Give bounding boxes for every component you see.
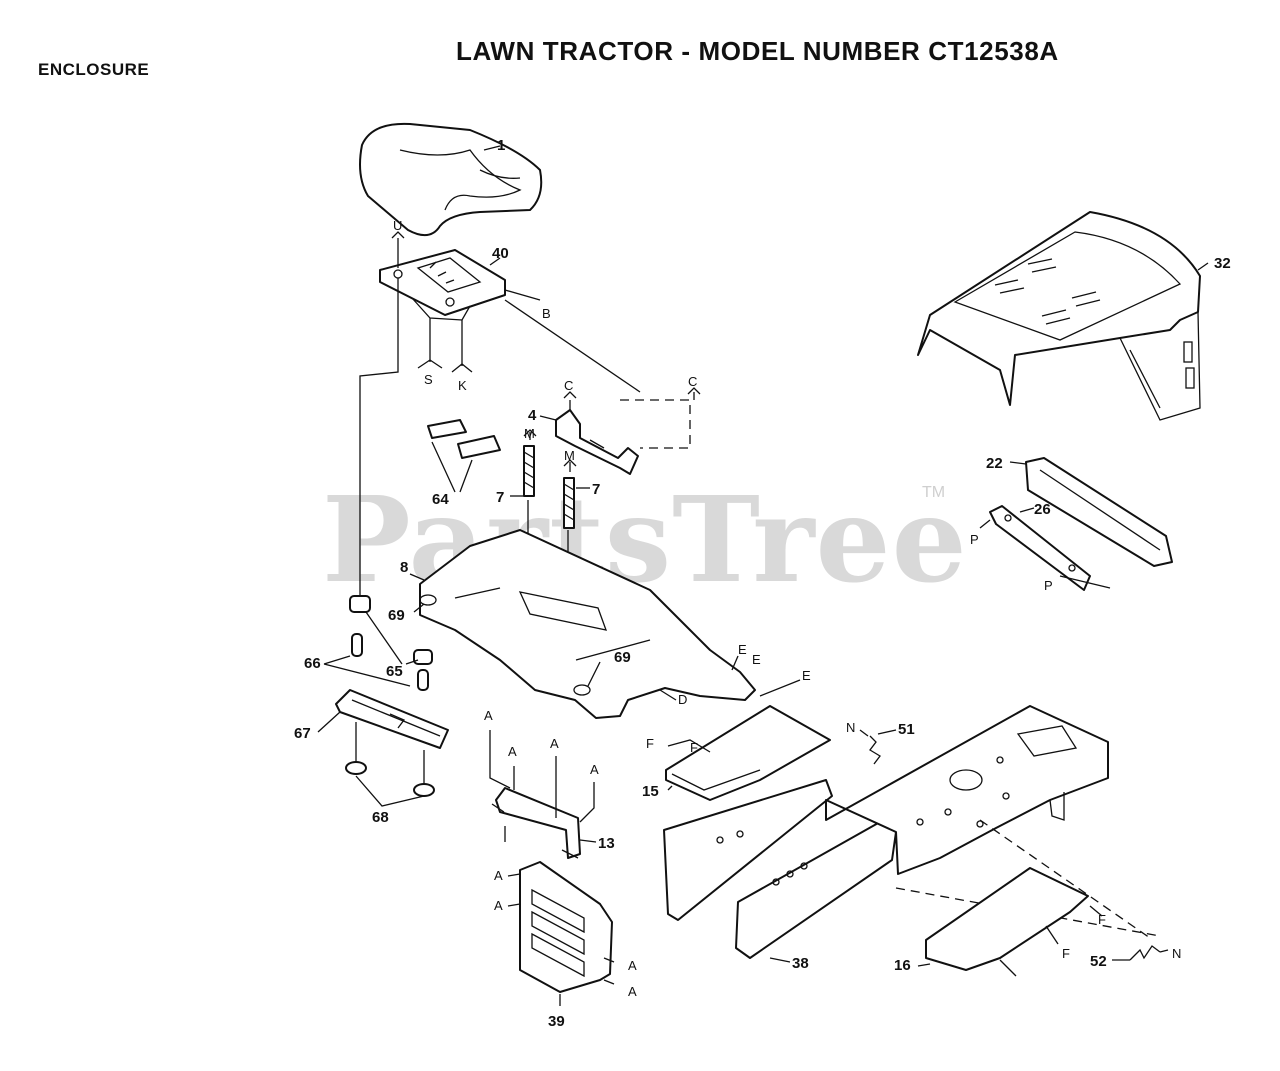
footrest-16[interactable] [925, 867, 1089, 971]
ref-A2: A [508, 744, 517, 759]
spring-7a[interactable] [523, 445, 535, 497]
ref-E3: E [802, 668, 811, 683]
ref-U: U [393, 218, 402, 233]
bracket-13[interactable] [491, 787, 581, 859]
grille-39[interactable] [519, 861, 613, 993]
ref-K: K [458, 378, 467, 393]
foot-68b[interactable] [413, 783, 435, 797]
callout-68: 68 [372, 809, 389, 826]
callout-38: 38 [792, 955, 809, 972]
ref-P2: P [1044, 578, 1053, 593]
page-title: LAWN TRACTOR - MODEL NUMBER CT12538A [456, 36, 1059, 66]
ref-F2: F [646, 736, 654, 751]
clip-52[interactable] [1129, 945, 1161, 961]
callout-8: 8 [400, 559, 408, 576]
pads-64[interactable] [427, 419, 501, 459]
ref-A1: A [484, 708, 493, 723]
callout-13: 13 [598, 835, 615, 852]
bushing-65[interactable] [413, 649, 433, 691]
clip-51[interactable] [869, 735, 881, 765]
frame-rail-left[interactable] [663, 779, 833, 921]
bracket-4[interactable] [555, 409, 639, 475]
callout-1: 1 [497, 137, 505, 154]
ref-C1: C [564, 378, 573, 393]
section-label: ENCLOSURE [38, 60, 150, 79]
callout-16: 16 [894, 957, 911, 974]
callout-39: 39 [548, 1013, 565, 1030]
callout-26: 26 [1034, 501, 1051, 518]
ref-N1: N [846, 720, 855, 735]
callout-69a: 69 [388, 607, 405, 624]
callout-67: 67 [294, 725, 311, 742]
ref-A3: A [550, 736, 559, 751]
callout-69b: 69 [614, 649, 631, 666]
ref-B: B [542, 306, 551, 321]
callout-65: 65 [386, 663, 403, 680]
callout-4: 4 [528, 407, 537, 424]
dash-panel[interactable] [419, 529, 756, 719]
ref-D: D [678, 692, 687, 707]
ref-A6: A [494, 898, 503, 913]
callout-52: 52 [1090, 953, 1107, 970]
rail-22[interactable] [1025, 457, 1173, 567]
hood[interactable] [917, 211, 1201, 421]
callout-7b: 7 [592, 481, 600, 498]
ref-S: S [424, 372, 433, 387]
callout-66: 66 [304, 655, 321, 672]
seat[interactable] [359, 122, 543, 237]
footrest-15[interactable] [665, 705, 831, 801]
ref-N2: N [1172, 946, 1181, 961]
foot-68a[interactable] [345, 761, 367, 775]
callout-64: 64 [432, 491, 449, 508]
bushing-69[interactable] [349, 595, 371, 613]
ref-M2: M [564, 448, 575, 463]
callout-32: 32 [1214, 255, 1231, 272]
ref-F3: F [1098, 912, 1106, 927]
ref-C2: C [688, 374, 697, 389]
ref-A7: A [628, 958, 637, 973]
ref-A4: A [590, 762, 599, 777]
ref-F4: F [1062, 946, 1070, 961]
seat-pan[interactable] [379, 249, 506, 321]
ref-E1: E [738, 642, 747, 657]
ref-M1: M [524, 426, 535, 441]
callout-15: 15 [642, 783, 659, 800]
callout-22: 22 [986, 455, 1003, 472]
spring-7b[interactable] [563, 477, 575, 529]
ref-A8: A [628, 984, 637, 999]
watermark-tm: TM [922, 484, 946, 501]
ref-E2: E [752, 652, 761, 667]
bracket-67[interactable] [335, 689, 449, 749]
ref-A5: A [494, 868, 503, 883]
ref-P1: P [970, 532, 979, 547]
main-frame[interactable] [825, 705, 1109, 875]
callout-7a: 7 [496, 489, 504, 506]
pin-66[interactable] [351, 633, 363, 657]
callout-51: 51 [898, 721, 915, 738]
ref-F1: F [690, 740, 698, 755]
callout-40: 40 [492, 245, 509, 262]
